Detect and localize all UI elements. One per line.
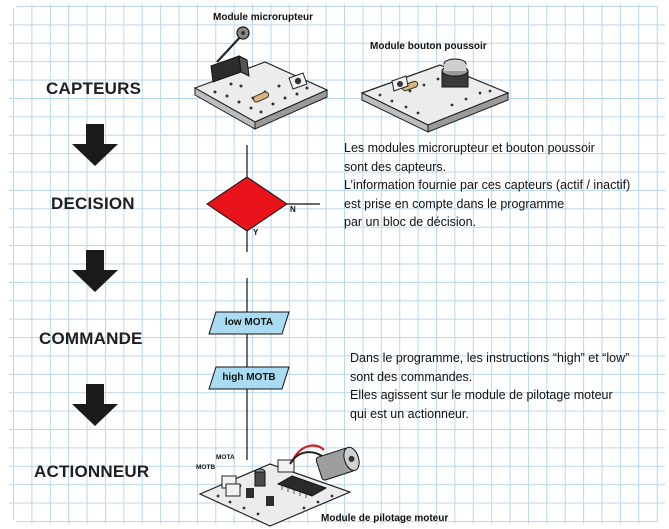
caption-microrupteur: Module microrupteur xyxy=(213,12,314,23)
instruction-box-low-mota xyxy=(208,311,290,335)
note-line: sont des capteurs. xyxy=(344,159,447,174)
down-arrow-icon xyxy=(72,250,118,292)
note-line: sont des commandes. xyxy=(350,369,473,384)
down-arrow-icon xyxy=(72,384,118,426)
stage-capteurs: CAPTEURS xyxy=(46,79,142,98)
note-commandes: Dans le programme, les instructions “hig… xyxy=(350,349,629,423)
note-line: Les modules microrupteur et bouton pouss… xyxy=(344,141,595,155)
mota-tag: MOTA xyxy=(216,454,235,461)
instruction-box-high-motb xyxy=(208,366,290,390)
motb-tag: MOTB xyxy=(196,464,216,471)
caption-pilotage-moteur: Module de pilotage moteur xyxy=(321,513,449,524)
instruction-low-mota: low MOTA xyxy=(224,317,274,328)
decision-diamond xyxy=(206,176,288,232)
note-line: par un bloc de décision. xyxy=(344,215,477,230)
note-line: Dans le programme, les instructions “hig… xyxy=(350,351,630,365)
decision-yes-label: Y xyxy=(253,228,259,237)
stage-actionneur: ACTIONNEUR xyxy=(34,462,150,481)
down-arrow-icon xyxy=(72,124,118,166)
note-line: est prise en compte dans le programme xyxy=(344,196,565,211)
caption-bouton-poussoir: Module bouton poussoir xyxy=(370,41,487,52)
note-line: qui est un actionneur. xyxy=(350,406,469,421)
stage-commande: COMMANDE xyxy=(39,329,143,348)
bouton-poussoir-module-image xyxy=(360,58,510,133)
instruction-high-motb: high MOTB xyxy=(222,372,276,383)
stage-decision: DECISION xyxy=(51,194,135,213)
grid-sheet xyxy=(9,4,665,524)
pilotage-moteur-module-image xyxy=(198,444,360,527)
note-line: L’information fournie par ces capteurs (… xyxy=(344,178,631,193)
decision-no-label: N xyxy=(290,205,296,214)
microrupteur-module-image xyxy=(193,26,329,130)
note-line: Elles agissent sur le module de pilotage… xyxy=(350,388,613,403)
note-capteurs: Les modules microrupteur et bouton pouss… xyxy=(344,139,630,232)
